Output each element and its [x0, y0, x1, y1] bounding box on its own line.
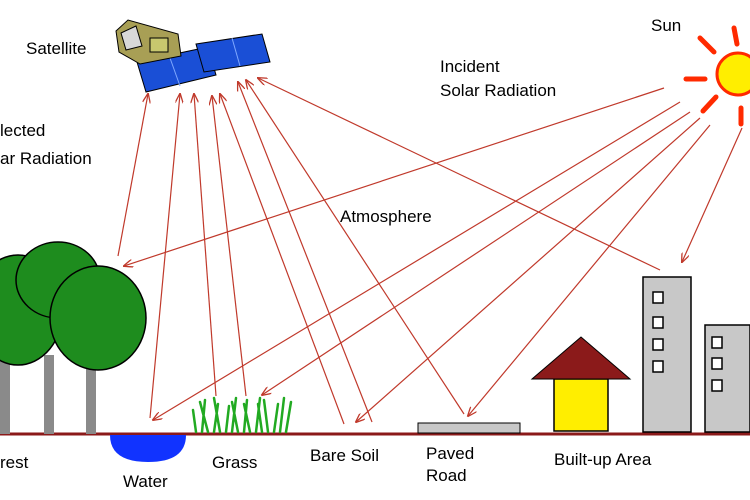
reflected-label-line1: lected	[0, 121, 45, 140]
atmosphere-label: Atmosphere	[340, 207, 432, 226]
satellite-label: Satellite	[26, 39, 86, 58]
forest-icon	[0, 241, 147, 434]
incident-arrow-building	[682, 127, 743, 262]
reflected-arrow-grass	[194, 94, 217, 397]
incident-label-line1: Incident	[440, 57, 500, 76]
incident-arrow-grass	[262, 111, 691, 395]
reflected-label-line2: ar Radiation	[0, 149, 92, 168]
reflected-arrows	[117, 78, 661, 425]
satellite-icon	[115, 19, 271, 93]
house-icon	[530, 336, 632, 432]
reflected-arrow-building	[258, 78, 661, 271]
paved-road-label-line1: Paved	[426, 444, 474, 463]
sun-label: Sun	[651, 16, 681, 35]
building-icon	[642, 276, 750, 433]
builtup-label: Built-up Area	[554, 450, 652, 469]
reflected-arrow-water	[149, 94, 180, 419]
incident-arrow-water	[153, 101, 681, 420]
water-label: Water	[123, 472, 168, 491]
incident-arrow-road	[468, 124, 711, 416]
incident-arrow-forest	[124, 87, 665, 266]
sun-icon	[683, 25, 750, 127]
forest-label: rest	[0, 453, 29, 472]
paved-road-label-line2: Road	[426, 466, 467, 485]
reflected-arrow-grass2	[212, 96, 247, 397]
incident-label-line2: Solar Radiation	[440, 81, 556, 100]
paved-road-icon	[417, 422, 521, 434]
bare-soil-label: Bare Soil	[310, 446, 379, 465]
grass-icon	[191, 396, 293, 434]
reflected-arrow-baresoil2	[238, 82, 373, 423]
reflected-arrow-baresoil	[220, 94, 345, 425]
grass-label: Grass	[212, 453, 257, 472]
reflected-arrow-forest	[117, 94, 148, 257]
incident-arrows	[124, 87, 743, 422]
reflected-arrow-road	[246, 80, 465, 415]
water-icon	[110, 435, 186, 462]
incident-arrow-baresoil	[356, 117, 701, 422]
